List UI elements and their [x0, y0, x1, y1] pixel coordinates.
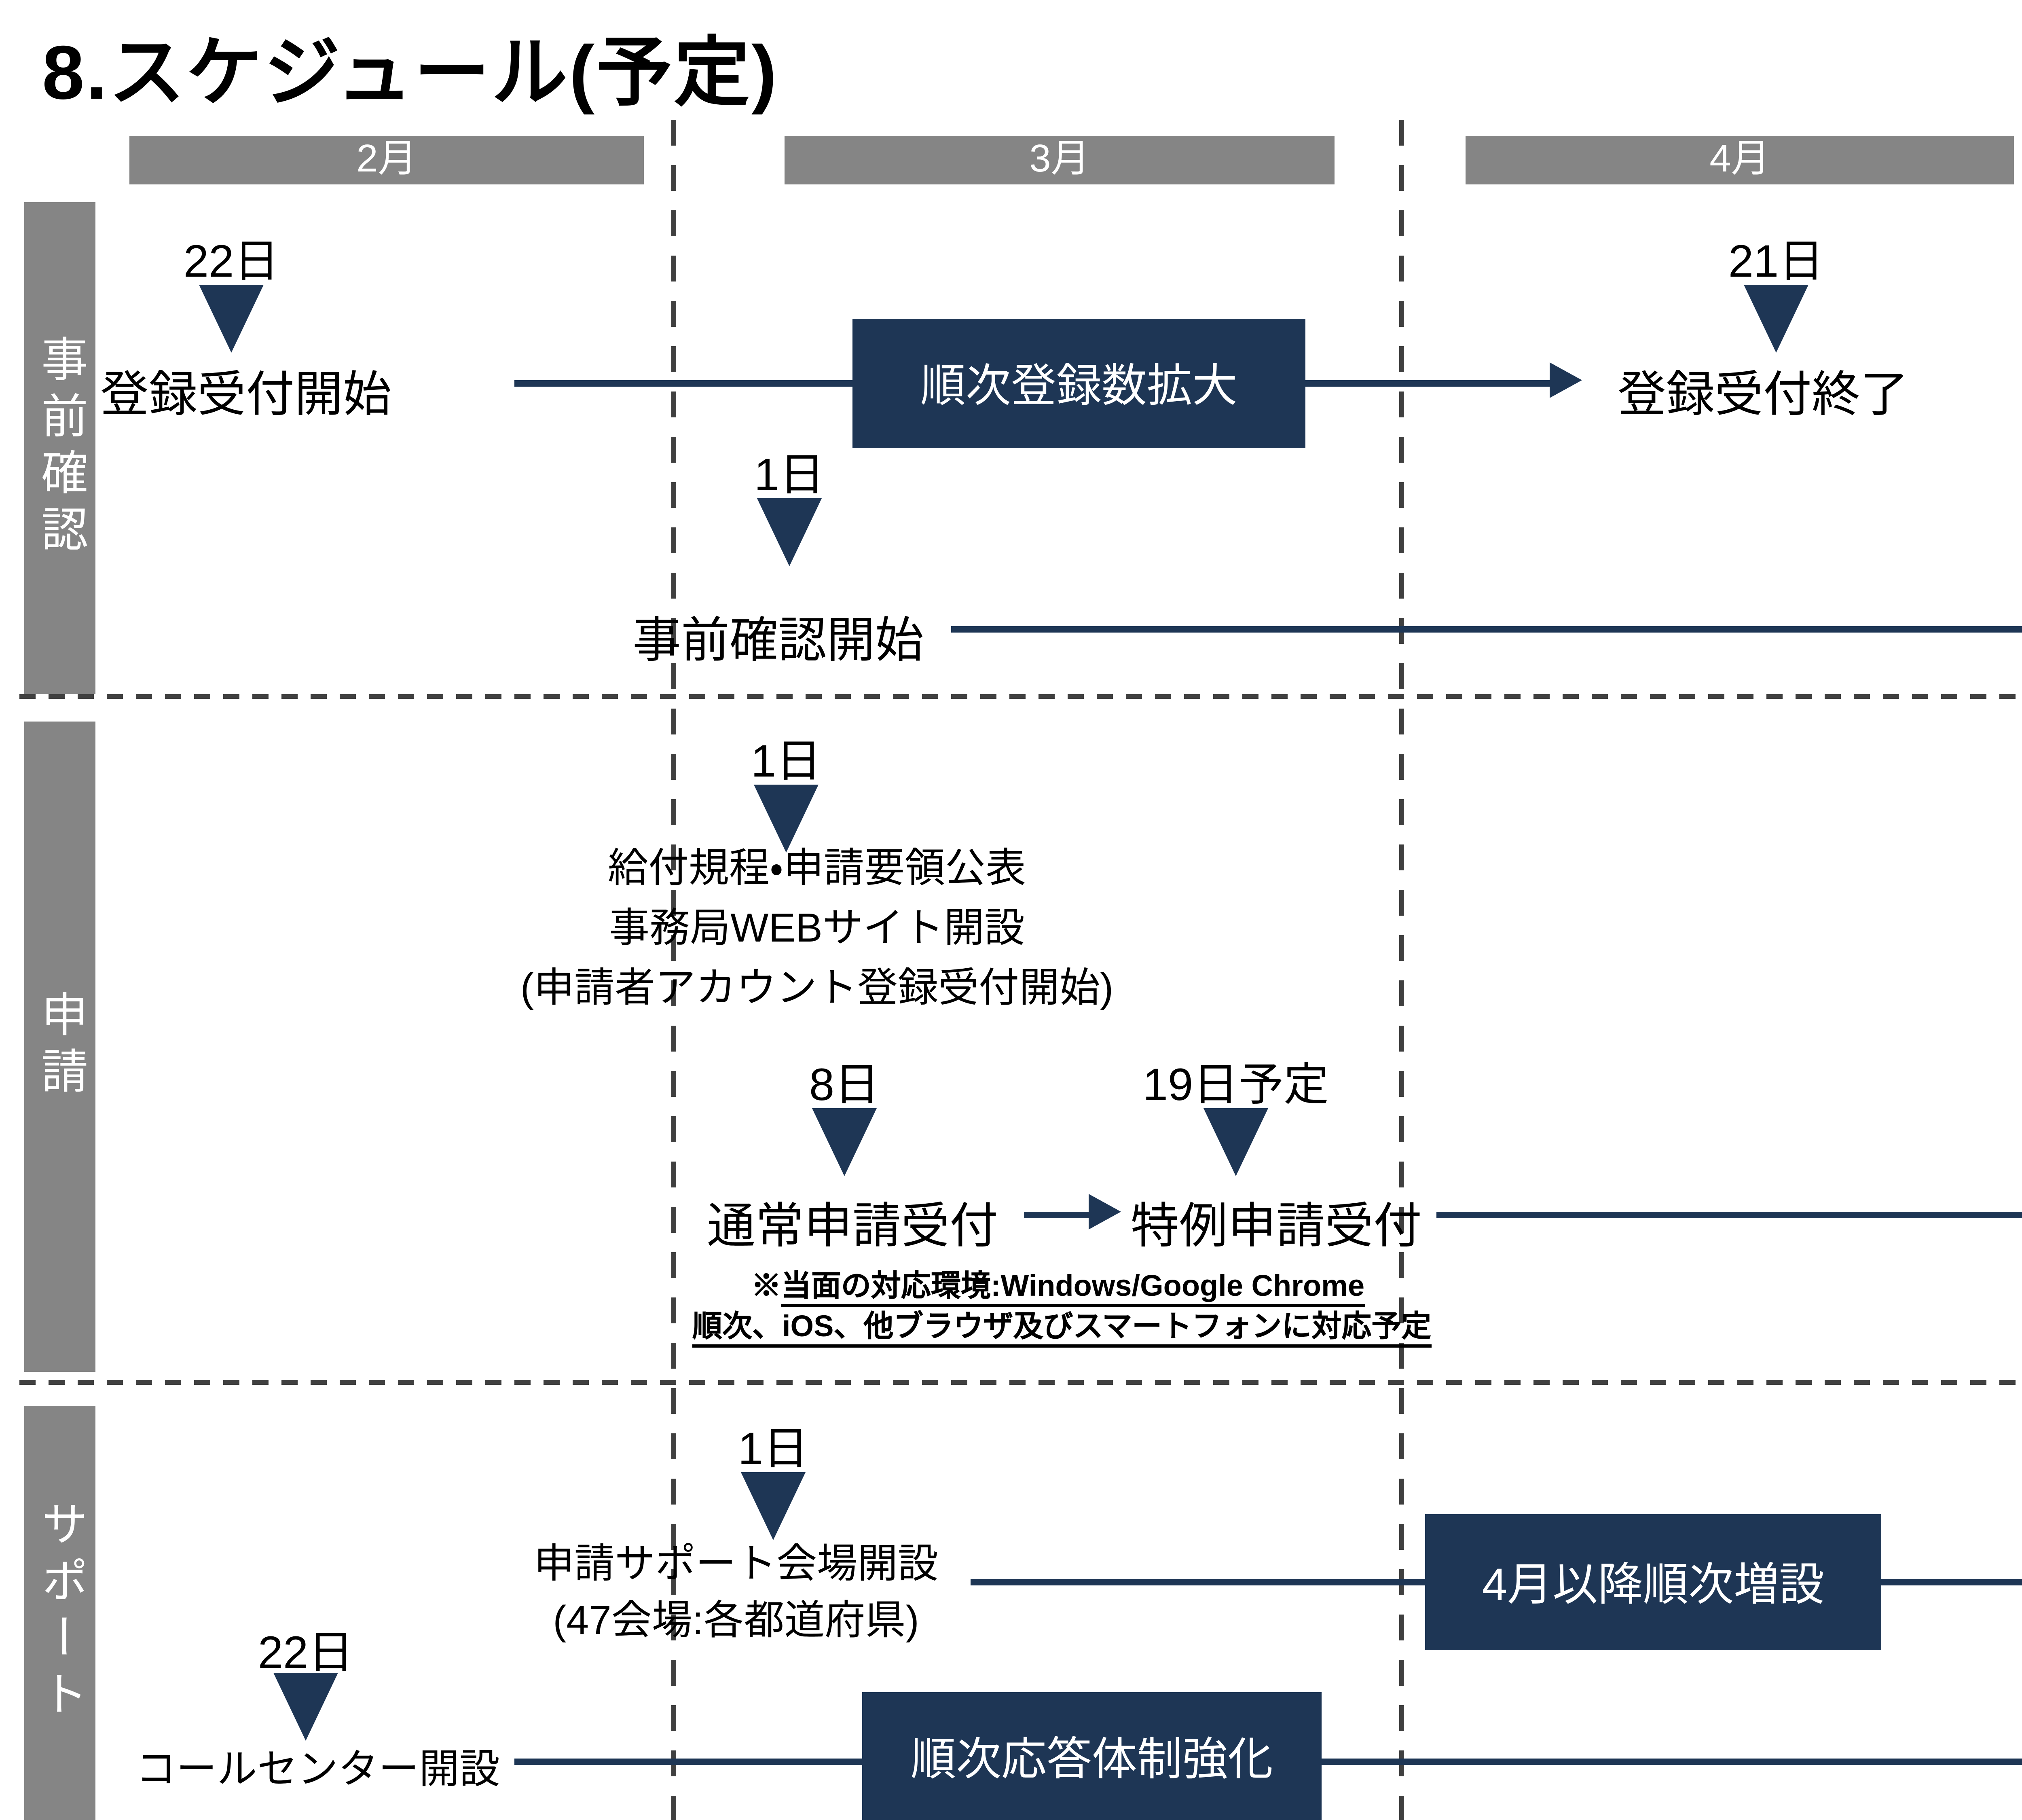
milestone-label: 登録受付終了 [1618, 369, 1909, 422]
milestone-multiline-label: 給付規程・申請要領公表 事務局WEBサイト開設 (申請者アカウント登録受付開始) [437, 840, 1197, 1019]
process-box: 順次登録数拡大 [852, 319, 1305, 448]
month-divider-dashed-2 [1399, 120, 1404, 1820]
milestone-multiline-label: 申請サポート会場開設 (47会場:各都道府県) [510, 1537, 962, 1650]
milestone-label: 事前確認開始 [632, 615, 924, 668]
lane-label-jizen-kakunin: 事前確認 [24, 202, 95, 694]
milestone-label-line: 事務局WEBサイト開設 [609, 906, 1025, 951]
milestone-marker-icon [812, 1108, 877, 1176]
milestone-date: 1日 [754, 450, 825, 500]
note-line-2-text: 順次、iOS、他ブラウザ及びスマートフォンに対応予定 [692, 1309, 1432, 1348]
note-line-2: 順次、iOS、他ブラウザ及びスマートフォンに対応予定 [692, 1306, 1432, 1348]
milestone-date: 19日予定 [1142, 1060, 1329, 1110]
milestone-marker-icon [754, 785, 819, 853]
milestone-label-line: (47会場:各都道府県) [553, 1598, 919, 1644]
lane-label-support: サポート [24, 1406, 95, 1820]
milestone-marker-icon [1203, 1108, 1268, 1176]
milestone-date: 22日 [258, 1627, 354, 1678]
process-box: 4月以降順次増設 [1425, 1514, 1881, 1650]
milestone-label-line: (申請者アカウント登録受付開始) [520, 966, 1114, 1011]
milestone-marker-icon [273, 1673, 338, 1741]
month-header-feb: 2月 [129, 136, 644, 184]
lane-label-text: サポート [34, 1500, 86, 1726]
note-line-1-text: 当面の対応環境:Windows/Google Chrome [781, 1268, 1365, 1307]
milestone-date: 22日 [183, 236, 279, 286]
note-prefix: ※ [751, 1268, 781, 1302]
milestone-marker-icon [757, 498, 822, 566]
milestone-marker-icon [199, 285, 264, 353]
arrow-head-icon [1089, 1194, 1121, 1230]
milestone-marker-icon [741, 1472, 806, 1540]
milestone-date: 1日 [738, 1424, 809, 1474]
milestone-marker-icon [1744, 285, 1808, 353]
milestone-date: 8日 [809, 1060, 880, 1110]
milestone-label: コールセンター開設 [136, 1747, 500, 1792]
milestone-date: 21日 [1728, 236, 1824, 286]
page-title: 8.スケジュール(予定) [42, 29, 778, 115]
lane-label-text: 申請 [34, 990, 86, 1103]
timeline-arrow-line [1436, 1212, 2022, 1218]
note-line-1: ※当面の対応環境:Windows/Google Chrome [692, 1265, 1423, 1307]
month-divider-dashed-1 [671, 120, 676, 1820]
milestone-label: 登録受付開始 [100, 369, 391, 422]
process-box: 順次応答体制強化 [862, 1692, 1322, 1820]
environment-note: ※当面の対応環境:Windows/Google Chrome 順次、iOS、他ブ… [692, 1265, 1432, 1348]
row-divider-dashed-1 [19, 694, 2022, 699]
milestone-label: 通常申請受付 [707, 1200, 998, 1254]
row-divider-dashed-2 [19, 1380, 2022, 1385]
month-header-apr: 4月 [1466, 136, 2014, 184]
lane-label-text: 事前確認 [34, 335, 86, 561]
lane-label-shinsei: 申請 [24, 722, 95, 1372]
milestone-label-line: 給付規程・申請要領公表 [607, 846, 1026, 891]
timeline-arrow-line [1024, 1212, 1089, 1218]
milestone-date: 1日 [751, 736, 822, 786]
arrow-head-icon [1550, 362, 1582, 398]
month-header-mar: 3月 [785, 136, 1335, 184]
milestone-label-line: 申請サポート会場開設 [533, 1542, 938, 1587]
milestone-label: 特例申請受付 [1131, 1200, 1422, 1254]
timeline-arrow-line [951, 626, 2022, 633]
